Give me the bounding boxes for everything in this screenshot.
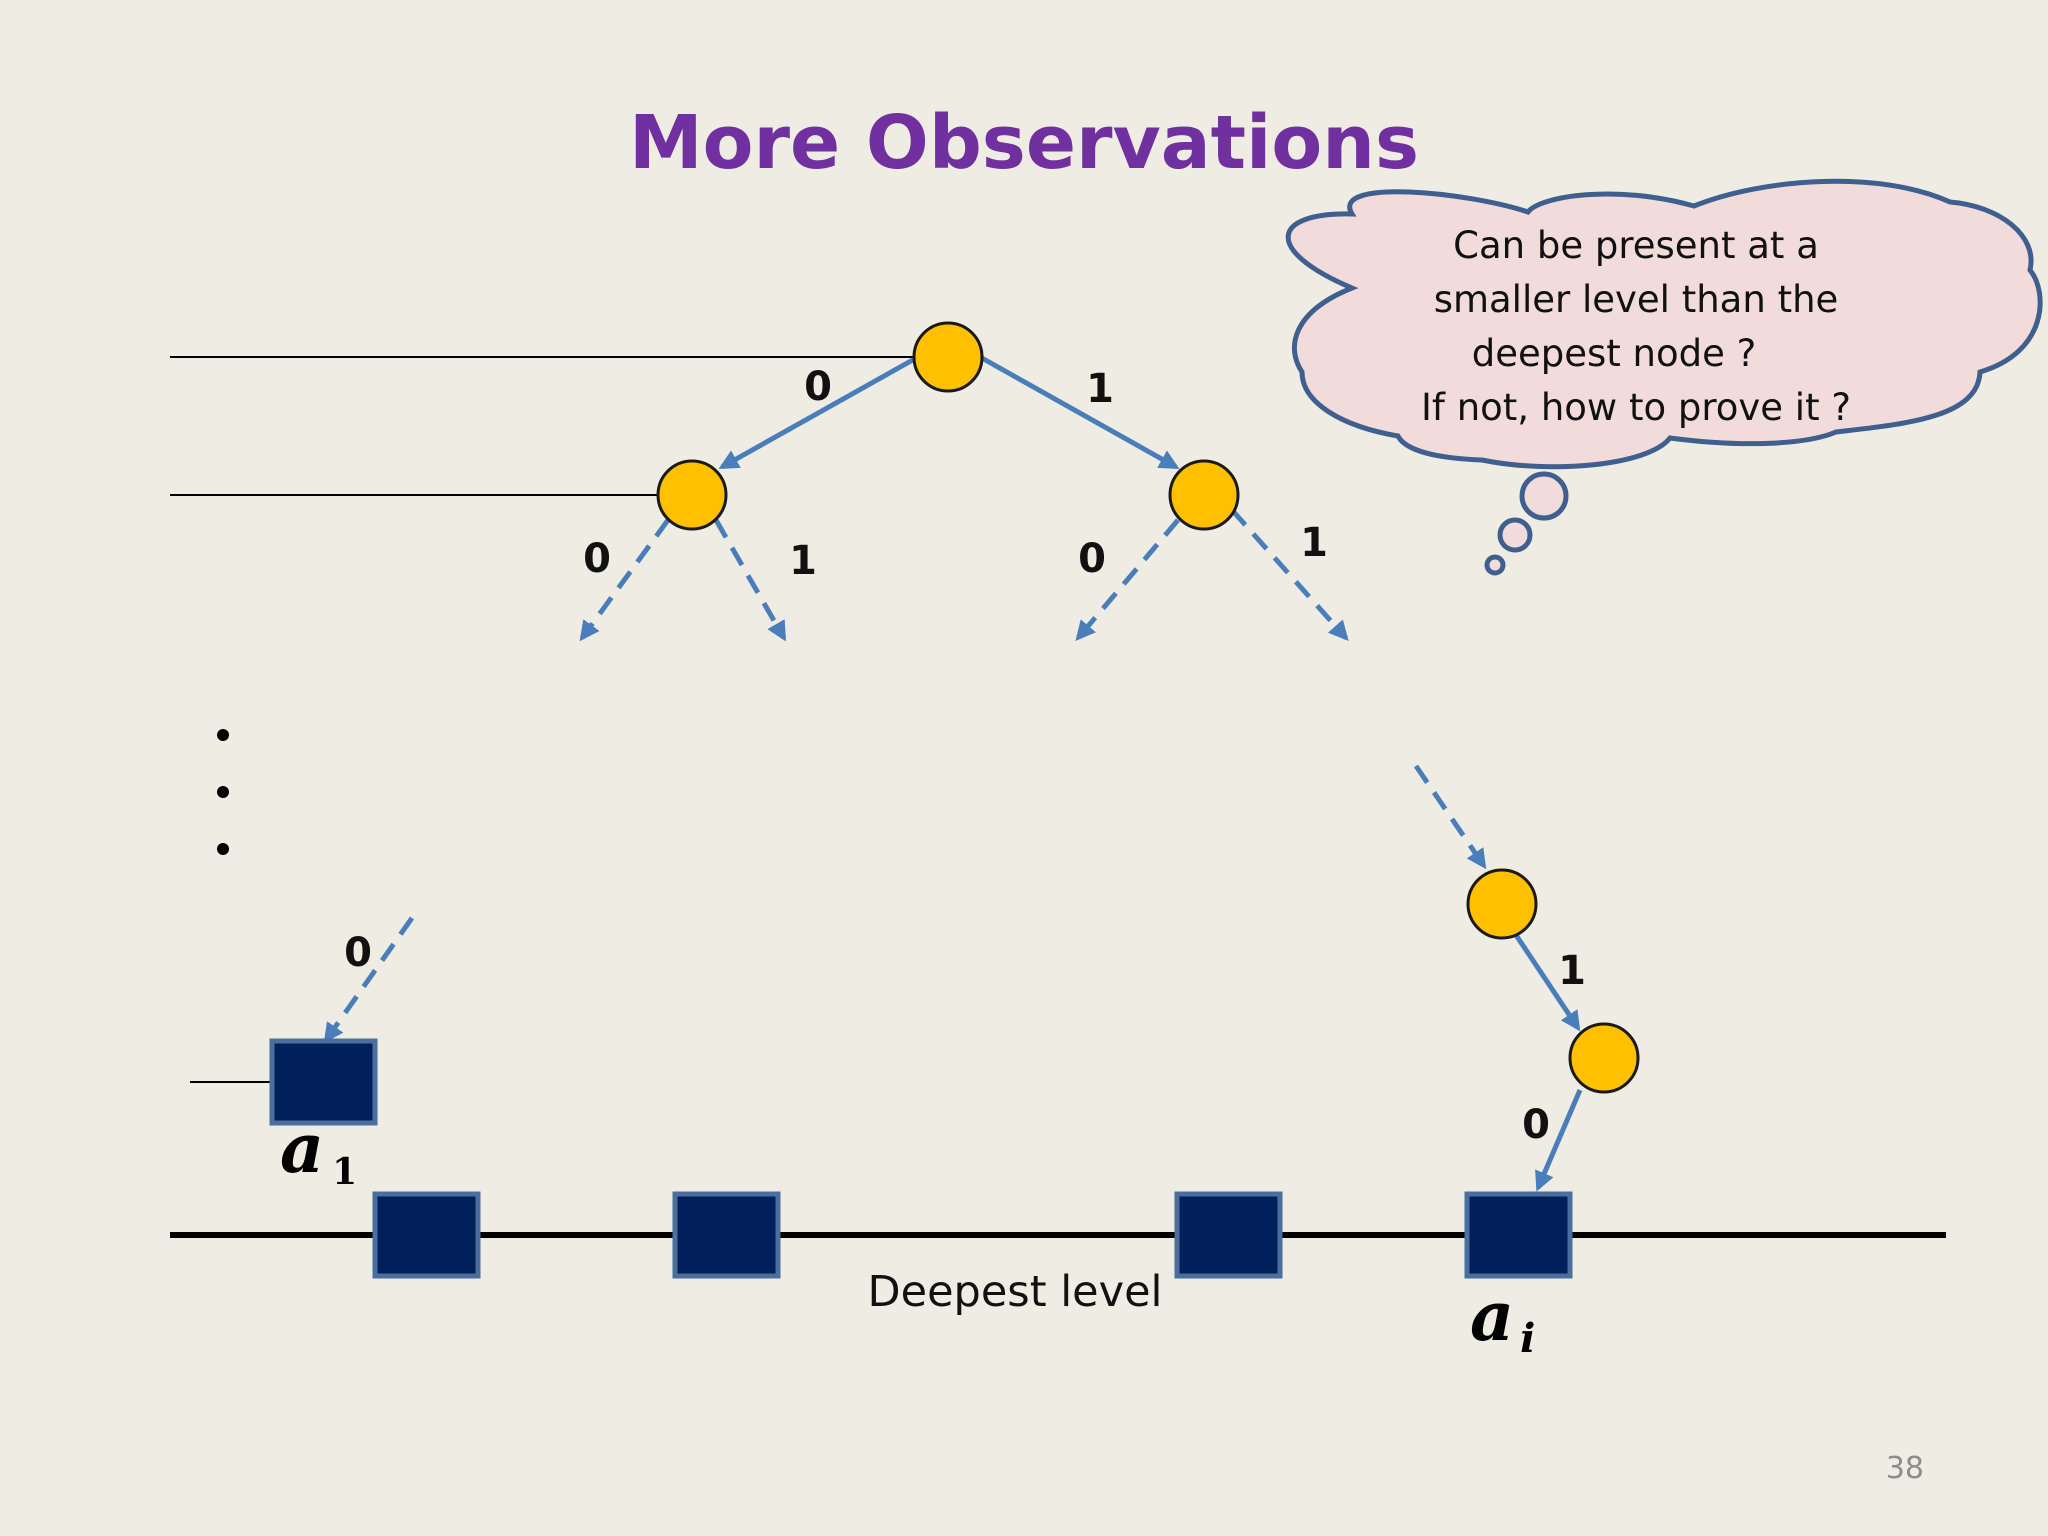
thought-text-line-1: Can be present at a <box>1453 224 1819 267</box>
thought-bubble-dot-small <box>1484 554 1506 576</box>
tree-node-left-child <box>656 459 728 531</box>
tree-node-right-child <box>1168 459 1240 531</box>
leaf-a1 <box>269 1038 378 1126</box>
leaf-ai-symbol: a <box>1470 1277 1514 1357</box>
tree-node-root <box>912 321 984 393</box>
thought-bubble-dot-large <box>1519 471 1569 521</box>
tree-node-lower-1 <box>1466 868 1538 940</box>
edge-to-lower-node <box>1413 764 1487 870</box>
edge-label-leaf-a1: 0 <box>344 930 372 976</box>
leaf-ai <box>1464 1191 1573 1279</box>
leaf-a1-subscript: 1 <box>332 1151 357 1193</box>
page-number: 38 <box>1886 1451 1924 1486</box>
edge-label-left-child-right: 1 <box>789 538 817 584</box>
edge-to-leaf-ai <box>1535 1089 1583 1192</box>
edge-label-root-right: 1 <box>1086 366 1114 412</box>
edge-left-child-right <box>713 518 787 642</box>
deepest-leaf-3 <box>1174 1191 1283 1279</box>
thought-cloud-shape <box>1285 178 2043 470</box>
edge-label-lower-2: 0 <box>1522 1102 1550 1148</box>
leaf-ai-subscript: i <box>1520 1315 1535 1362</box>
edge-to-leaf-a1 <box>323 916 415 1044</box>
thought-text-line-4: If not, how to prove it ? <box>1421 386 1851 429</box>
edge-label-right-child-right: 1 <box>1300 520 1328 566</box>
slide-title: More Observations <box>629 100 1419 186</box>
edge-right-child-right <box>1230 508 1349 641</box>
edge-label-right-child-left: 0 <box>1078 536 1106 582</box>
edge-lower-node-right <box>1511 930 1581 1032</box>
edge-label-root-left: 0 <box>804 364 832 410</box>
edge-left-child-left <box>579 518 671 642</box>
tree-node-lower-2 <box>1568 1022 1640 1094</box>
thought-bubble: Can be present at a smaller level than t… <box>1285 178 2043 576</box>
deepest-leaf-1 <box>372 1191 481 1279</box>
edge-label-lower-1: 1 <box>1558 948 1586 994</box>
leaf-a1-symbol: a <box>280 1109 324 1189</box>
thought-bubble-dot-medium <box>1497 517 1533 553</box>
thought-text-line-3: deepest node ? <box>1472 332 1757 375</box>
edge-right-child-left <box>1075 518 1180 642</box>
vertical-ellipsis <box>217 729 229 855</box>
thought-text-line-2: smaller level than the <box>1434 278 1839 321</box>
deepest-leaf-2 <box>672 1191 781 1279</box>
deepest-level-label: Deepest level <box>868 1267 1163 1317</box>
edge-root-right <box>978 354 1180 470</box>
edge-root-left <box>718 354 920 470</box>
edge-label-left-child-left: 0 <box>583 536 611 582</box>
